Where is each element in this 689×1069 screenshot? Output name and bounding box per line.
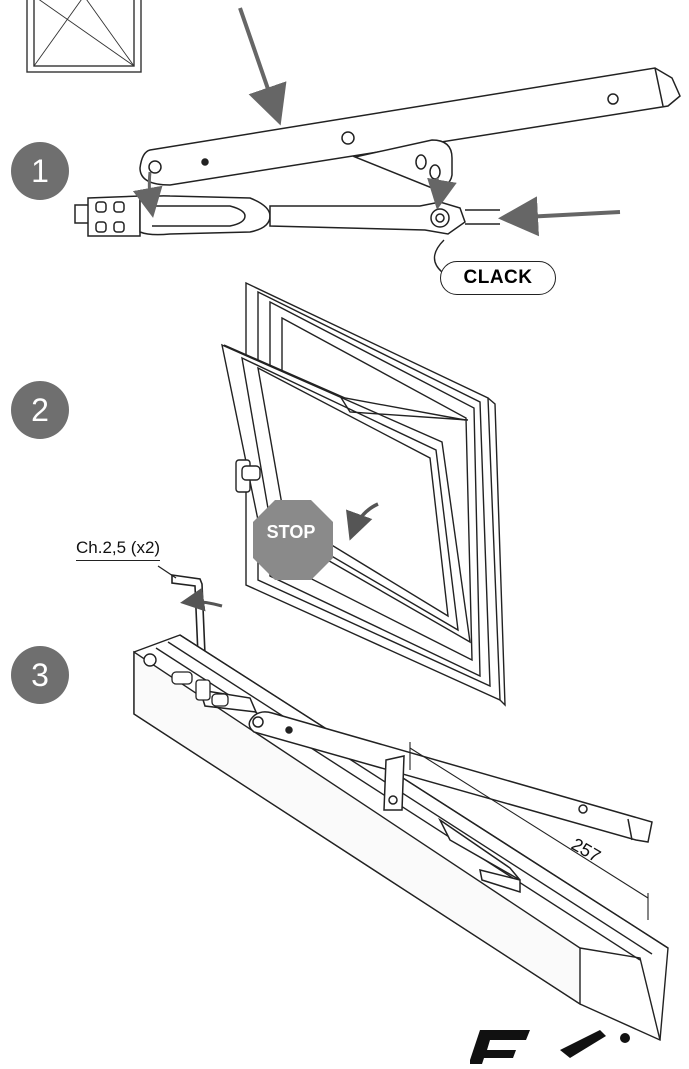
engage-arrow-right <box>427 177 457 210</box>
clack-pointer <box>433 239 445 273</box>
tool-leader-line <box>157 565 177 579</box>
engage-arrow-left <box>132 171 163 218</box>
slide-rail <box>74 195 500 237</box>
insert-arrow <box>238 7 287 126</box>
clack-label: CLACK <box>440 261 556 295</box>
stay-arm-upper <box>139 67 681 186</box>
push-arrow <box>498 196 621 237</box>
dimension-line <box>409 742 649 920</box>
mount-fittings <box>171 671 229 707</box>
stop-label: STOP <box>266 522 316 542</box>
step-2-badge: 2 <box>11 381 69 439</box>
tilted-sash <box>221 343 471 644</box>
connector-link <box>352 139 453 189</box>
turn-arrow <box>180 587 223 612</box>
brand-logo <box>470 1030 630 1064</box>
step-3-badge: 3 <box>11 646 69 704</box>
window-icon <box>26 0 142 73</box>
stop-sign-icon <box>253 500 333 580</box>
rotation-arrow-icon <box>346 502 379 541</box>
tool-label: Ch.2,5 (x2) <box>76 538 161 561</box>
step-1-badge: 1 <box>11 142 69 200</box>
window-handle <box>235 459 261 493</box>
